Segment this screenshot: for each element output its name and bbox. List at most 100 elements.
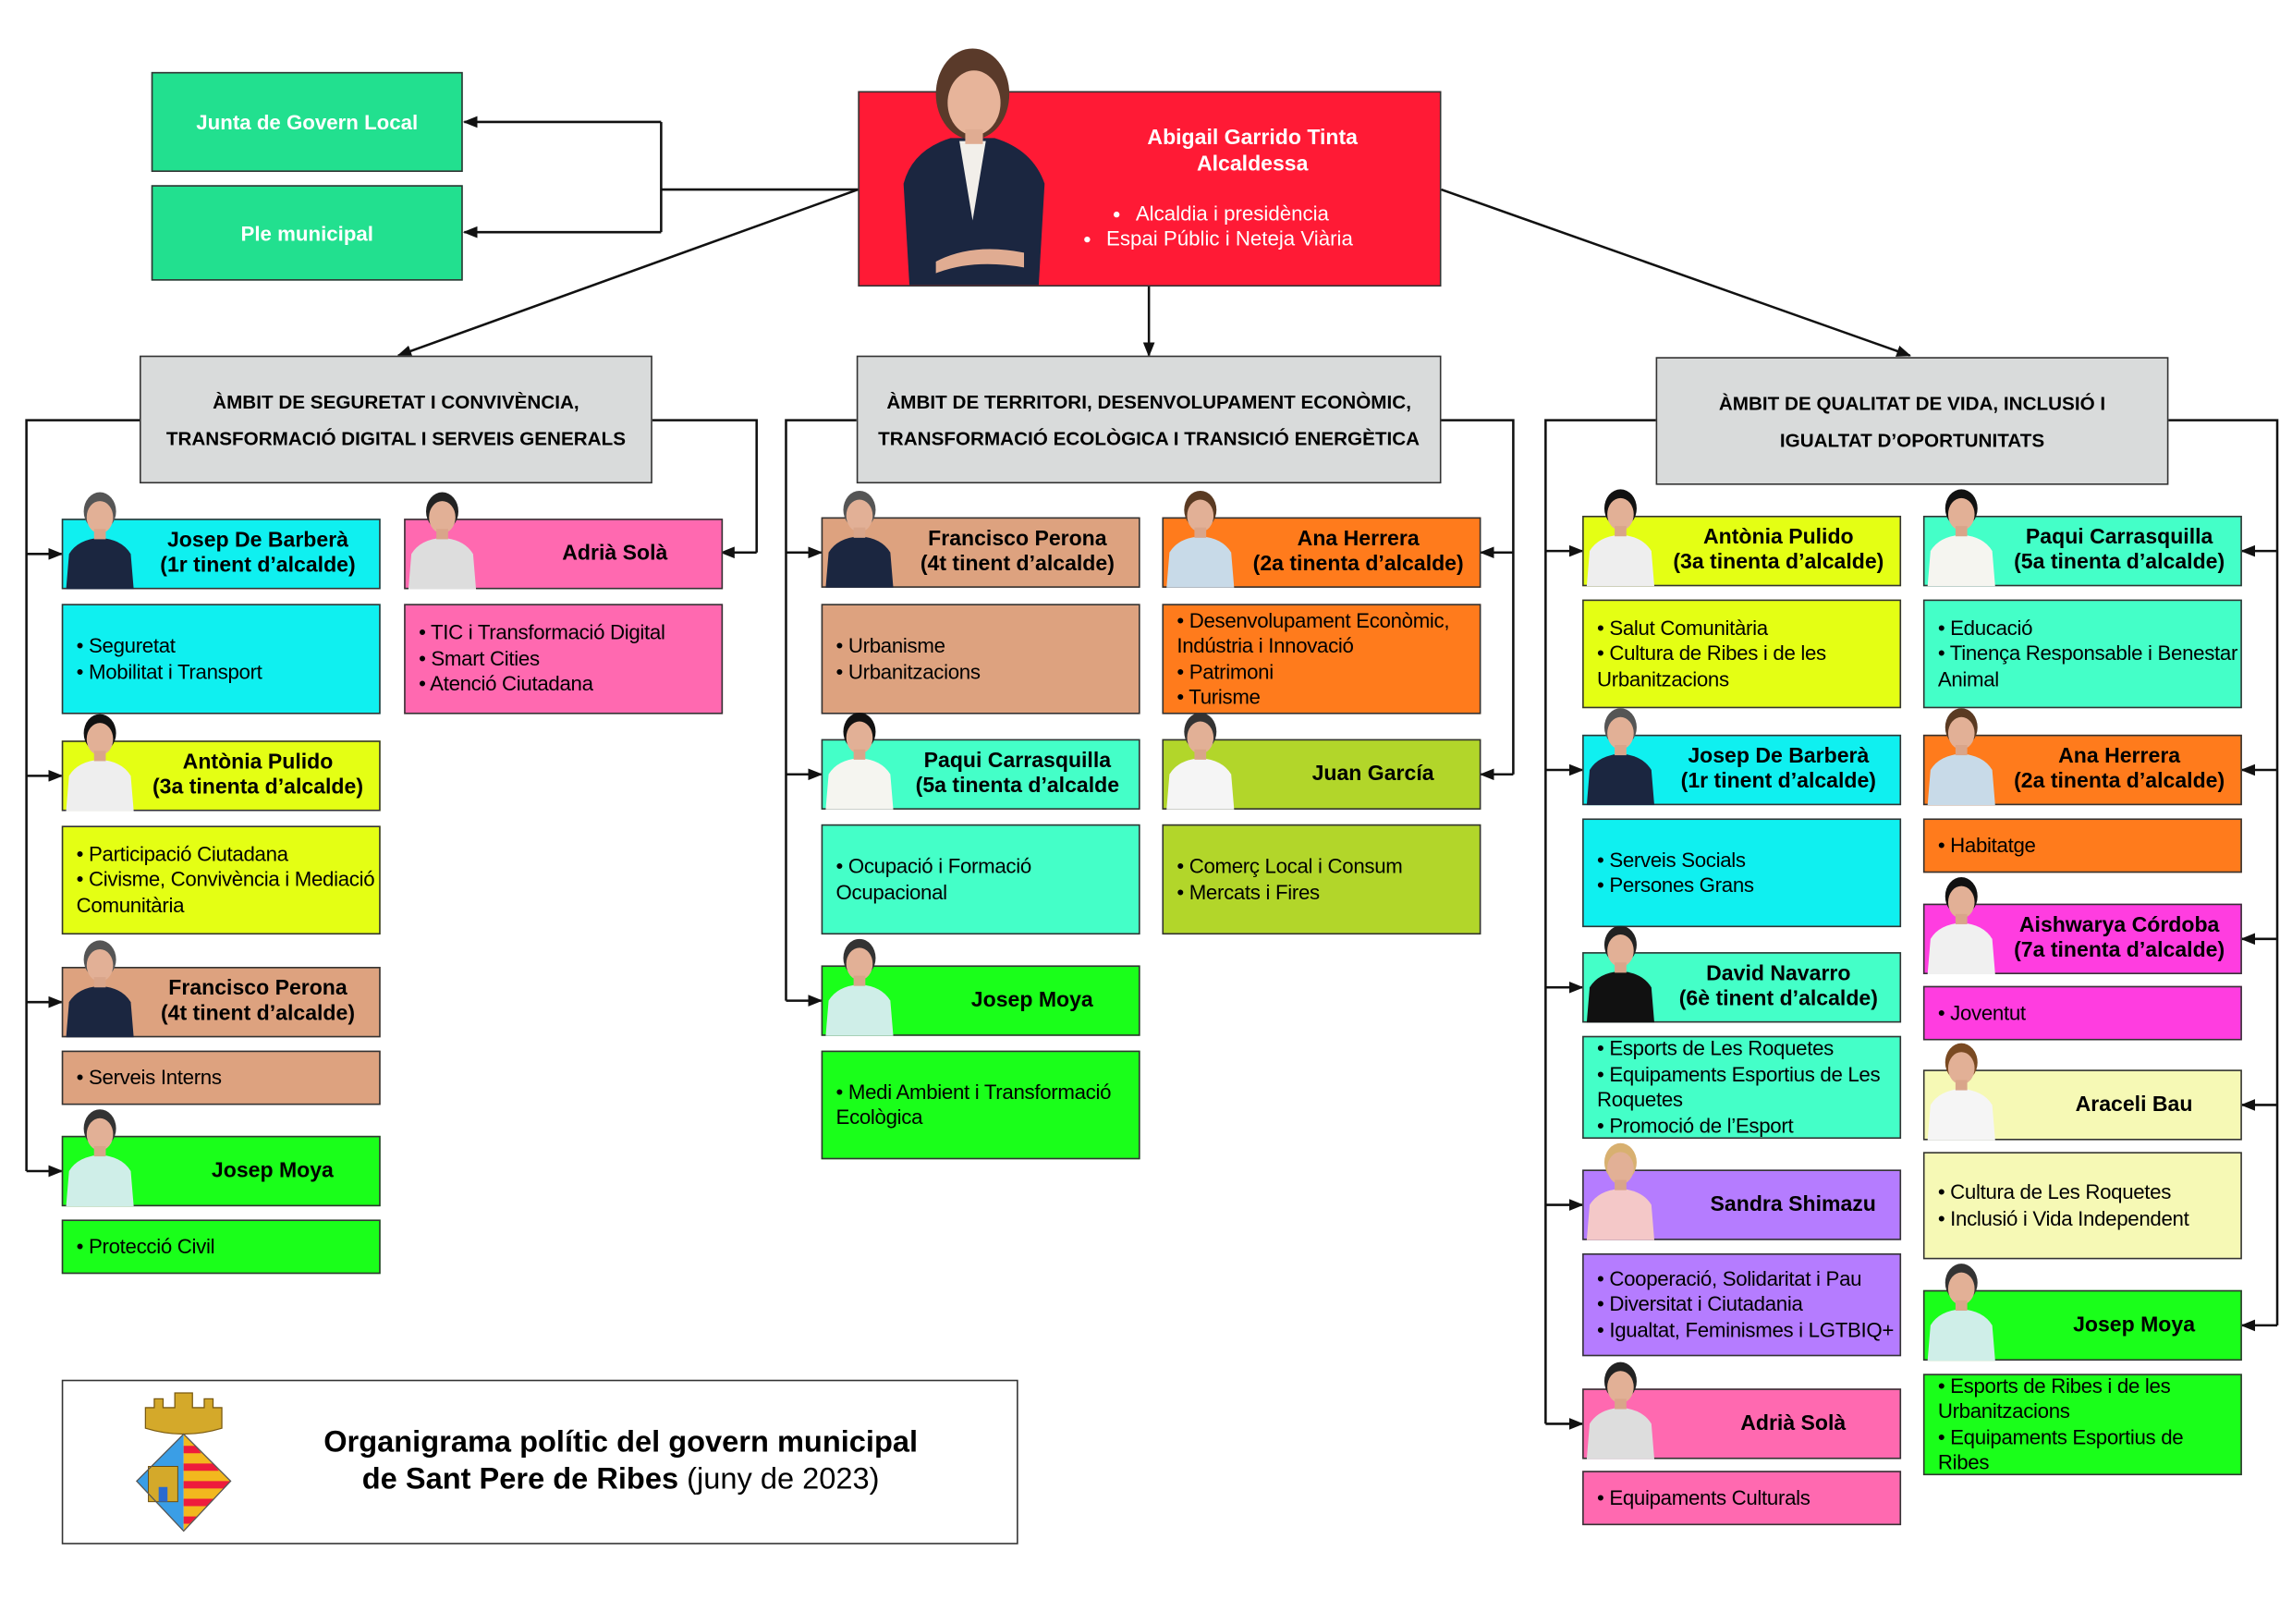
member-role: (4t tinent d’alcalde): [160, 1002, 356, 1026]
mayor-title: Alcaldessa: [1196, 153, 1309, 177]
member-photo-paqui-carrasquilla: [1927, 489, 1995, 587]
member-photo-aishwarya-cordoba: [1927, 877, 1995, 974]
member-name: Sandra Shimazu: [1710, 1192, 1876, 1216]
duty-item: • Promoció de l’Esport: [1597, 1113, 1794, 1137]
member-duties-ana-herrera: • Habitatge: [1922, 818, 2242, 873]
connector-line: [1441, 188, 1912, 357]
member-role: (7a tinenta d’alcalde): [2014, 938, 2225, 963]
duty-item: • Inclusió i Vida Independent: [1937, 1205, 2189, 1229]
duty-item: • Serveis Socials: [1597, 847, 1746, 871]
ple-municipal-box: Ple municipal: [151, 185, 463, 281]
duty-item: • Equipaments Esportius de Ribes: [1937, 1424, 2184, 1474]
member-duties-antonia-pulido: • Salut Comunitària• Cultura de Ribes i …: [1582, 599, 1902, 709]
member-photo-josep-de-barbera: [1586, 708, 1655, 806]
duty-item: • Mercats i Fires: [1176, 879, 1320, 903]
connector-line: [1441, 419, 1515, 775]
duty-item: • Patrimoni: [1176, 658, 1274, 683]
member-name: Paqui Carrasquilla: [923, 749, 1112, 774]
connector-line: [785, 419, 857, 1001]
duty-item: • Medi Ambient i Transformació Ecològica: [835, 1079, 1112, 1129]
duty-item: • Seguretat: [76, 633, 176, 657]
member-name: Ana Herrera: [2058, 744, 2181, 769]
connector-line: [2168, 419, 2279, 1325]
duty-item: • Igualtat, Feminismes i LGTBIQ+: [1597, 1317, 1895, 1341]
member-name: Josep Moya: [211, 1158, 334, 1182]
member-duties-josep-moya: • Medi Ambient i Transformació Ecològica: [821, 1050, 1140, 1160]
connector-line: [1544, 419, 1656, 1424]
member-header-francisco-perona: Francisco Perona(4t tinent d’alcalde): [821, 517, 1140, 588]
duty-item: • TIC i Transformació Digital: [419, 620, 665, 644]
member-photo-josep-moya: [825, 938, 894, 1036]
duty-item: • Desenvolupament Econòmic, Indústria i …: [1176, 607, 1450, 657]
member-photo-antonia-pulido: [66, 714, 134, 812]
footer-title-date: (juny de 2023): [678, 1461, 880, 1496]
member-role: (2a tinenta d’alcalde): [1252, 552, 1464, 577]
member-name: Josep De Barberà: [1688, 744, 1870, 769]
duty-item: • Protecció Civil: [76, 1233, 215, 1258]
member-name: Josep De Barberà: [166, 529, 349, 553]
member-name: Antònia Pulido: [1703, 526, 1854, 550]
member-duties-josep-moya: • Esports de Ribes i de les Urbanitzacio…: [1922, 1374, 2242, 1476]
municipal-coat-of-arms-icon: [135, 1392, 232, 1532]
duty-item: • Cultura de Les Roquetes: [1937, 1179, 2172, 1203]
connector-line: [652, 419, 758, 553]
area-title-line: IGUALTAT D’OPORTUNITATS: [1779, 428, 2045, 451]
member-name: Francisco Perona: [168, 977, 347, 1001]
member-photo-araceli-bau: [1927, 1043, 1995, 1141]
duty-item: • Participació Ciutadana: [76, 841, 288, 865]
duty-item: • Cooperació, Solidaritat i Pau: [1597, 1265, 1862, 1290]
duty-item: • Educació: [1937, 615, 2033, 640]
area-title-line: TRANSFORMACIÓ DIGITAL I SERVEIS GENERALS: [165, 426, 627, 449]
footer-title-line1: Organigrama polític del govern municipal: [323, 1425, 919, 1459]
junta-de-govern-box: Junta de Govern Local: [151, 71, 463, 172]
duty-item: • Persones Grans: [1597, 873, 1754, 897]
member-photo-ana-herrera: [1166, 490, 1235, 588]
duty-item: • Habitatge: [1937, 832, 2036, 857]
member-name: Juan García: [1311, 762, 1434, 786]
member-name: Paqui Carrasquilla: [2025, 526, 2213, 550]
member-duties-francisco-perona: • Serveis Interns: [61, 1050, 381, 1105]
connector-line: [25, 419, 140, 1171]
duty-item: • Salut Comunitària: [1597, 615, 1768, 640]
area-title-line: ÀMBIT DE SEGURETAT I CONVIVÈNCIA,: [213, 390, 579, 412]
duty-item: • Equipaments Culturals: [1597, 1484, 1810, 1509]
member-role: (1r tinent d’alcalde): [1680, 770, 1876, 794]
member-name: Araceli Bau: [2075, 1092, 2193, 1117]
mayor-name: Abigail Garrido Tinta: [1147, 126, 1358, 151]
member-duties-ana-herrera: • Desenvolupament Econòmic, Indústria i …: [1162, 604, 1481, 714]
member-duties-antonia-pulido: • Participació Ciutadana• Civisme, Convi…: [61, 825, 381, 935]
member-role: (1r tinent d’alcalde): [160, 554, 356, 578]
duty-item: • Atenció Ciutadana: [419, 671, 593, 696]
member-photo-antonia-pulido: [1586, 489, 1655, 587]
duty-item: • Civisme, Convivència i Mediació Comuni…: [76, 867, 375, 917]
junta-label: Junta de Govern Local: [196, 110, 419, 134]
duty-item: • Urbanisme: [835, 633, 945, 657]
member-name: Josep Moya: [2073, 1313, 2196, 1337]
ple-label: Ple municipal: [240, 221, 373, 245]
member-name: Adrià Solà: [562, 541, 668, 566]
member-duties-josep-de-barbera: • Seguretat• Mobilitat i Transport: [61, 604, 381, 714]
mayor-duty: Espai Públic i Neteja Viària: [1106, 226, 1353, 251]
member-role: (5a tinenta d’alcalde: [915, 774, 1120, 799]
member-duties-david-navarro: • Esports de Les Roquetes• Equipaments E…: [1582, 1035, 1902, 1140]
area-territory-header: ÀMBIT DE TERRITORI, DESENVOLUPAMENT ECON…: [856, 355, 1442, 484]
member-duties-paqui-carrasquilla: • Educació• Tinença Responsable i Benest…: [1922, 599, 2242, 709]
member-photo-juan-garcia: [1166, 713, 1235, 810]
footer-title: Organigrama polític del govern municipal…: [284, 1423, 958, 1496]
area-title-line: ÀMBIT DE TERRITORI, DESENVOLUPAMENT ECON…: [886, 390, 1411, 412]
member-duties-sandra-shimazu: • Cooperació, Solidaritat i Pau• Diversi…: [1582, 1253, 1902, 1357]
member-photo-sandra-shimazu: [1586, 1142, 1655, 1240]
member-duties-adria-sola: • Equipaments Culturals: [1582, 1471, 1902, 1526]
duty-item: • Tinença Responsable i Benestar Animal: [1937, 641, 2238, 690]
duty-item: • Ocupació i Formació Ocupacional: [835, 853, 1032, 903]
member-name: Josep Moya: [970, 988, 1093, 1012]
duty-item: • Diversitat i Ciutadania: [1597, 1291, 1803, 1316]
member-photo-josep-moya: [66, 1109, 134, 1207]
member-photo-ana-herrera: [1927, 708, 1995, 806]
member-name: Ana Herrera: [1297, 527, 1420, 552]
connector-line: [396, 188, 859, 357]
